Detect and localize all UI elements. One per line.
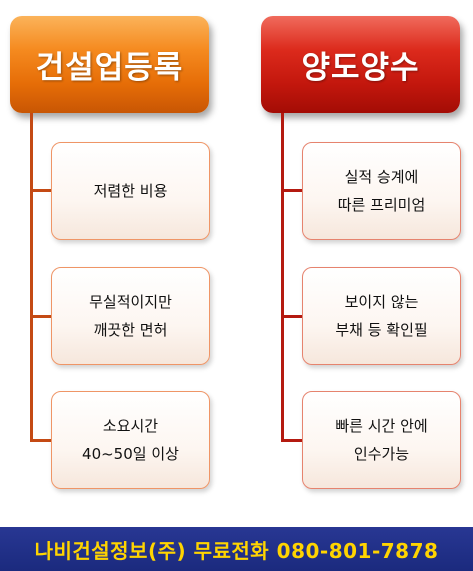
- item-box: 실적 승계에 따른 프리미엄: [302, 142, 461, 240]
- item-text: 실적 승계에 따른 프리미엄: [337, 168, 426, 214]
- header-title: 건설업등록: [35, 50, 184, 86]
- item-box: 저렴한 비용: [51, 142, 210, 240]
- item-text: 빠른 시간 안에 인수가능: [335, 417, 428, 463]
- item-box: 보이지 않는 부채 등 확인필: [302, 267, 461, 365]
- connector-branch: [30, 439, 51, 442]
- header-transfer-acquisition: 양도양수: [261, 16, 460, 113]
- footer-banner: 나비건설정보(주) 무료전화 080-801-7878: [0, 527, 473, 571]
- header-title: 양도양수: [301, 50, 420, 86]
- connector-branch: [30, 189, 51, 192]
- connector-branch: [281, 315, 302, 318]
- item-text: 무실적이지만 깨끗한 면허: [89, 293, 172, 339]
- connector-branch: [30, 315, 51, 318]
- item-box: 빠른 시간 안에 인수가능: [302, 391, 461, 489]
- item-box: 무실적이지만 깨끗한 면허: [51, 267, 210, 365]
- header-construction-registration: 건설업등록: [10, 16, 209, 113]
- item-text: 보이지 않는 부채 등 확인필: [335, 293, 428, 339]
- item-box: 소요시간 40~50일 이상: [51, 391, 210, 489]
- footer-text: 나비건설정보(주) 무료전화 080-801-7878: [34, 538, 439, 563]
- connector-line: [30, 113, 33, 442]
- item-text: 저렴한 비용: [93, 182, 168, 200]
- connector-line: [281, 113, 284, 442]
- item-text: 소요시간 40~50일 이상: [82, 417, 179, 463]
- connector-branch: [281, 189, 302, 192]
- connector-branch: [281, 439, 302, 442]
